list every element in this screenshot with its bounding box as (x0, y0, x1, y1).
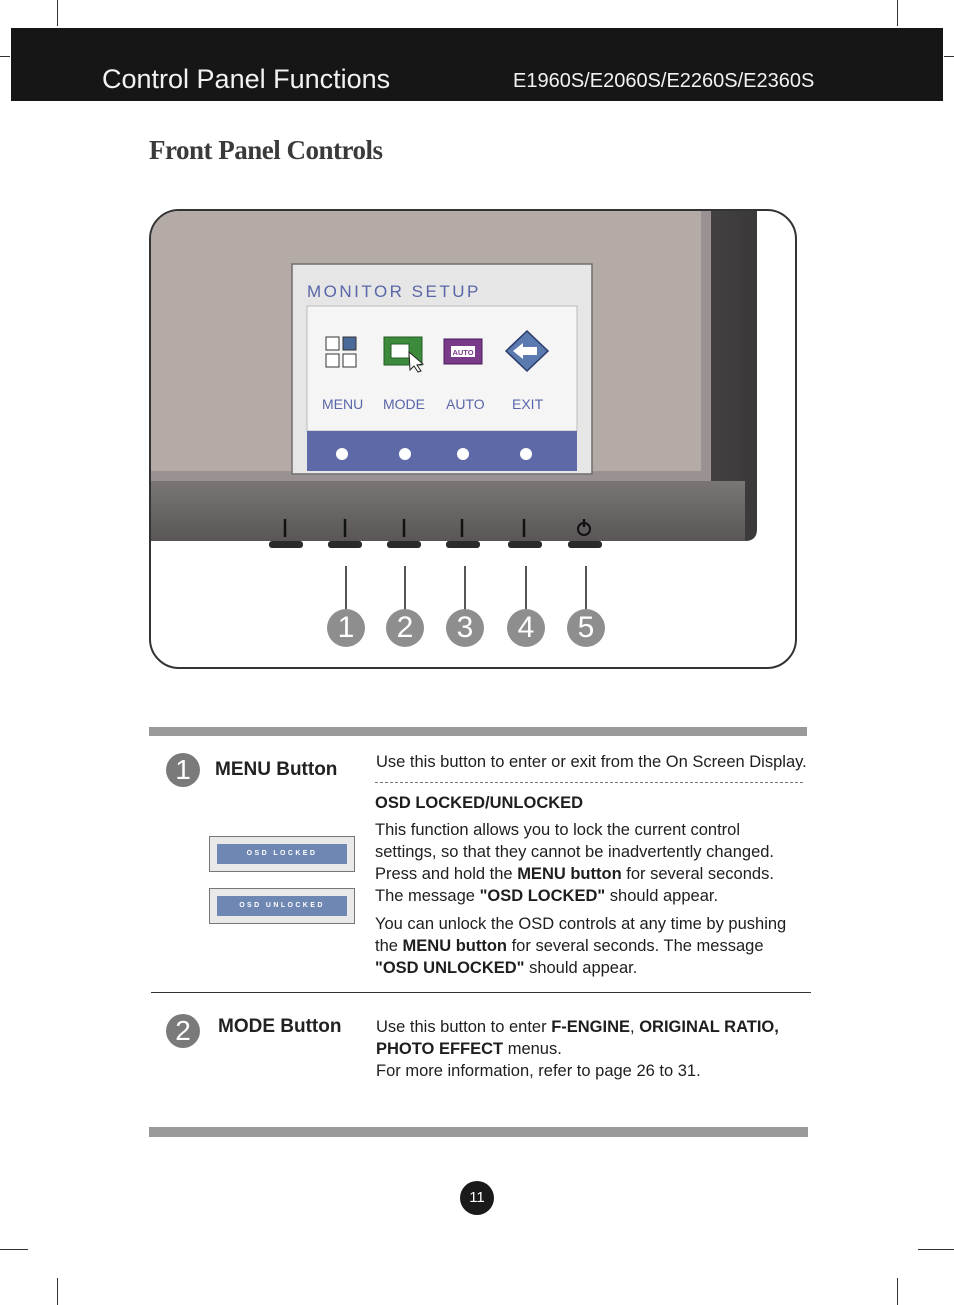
header-bar: Control Panel Functions E1960S/E2060S/E2… (11, 28, 943, 101)
dashed-divider (375, 782, 803, 783)
crop-mark (918, 1249, 954, 1250)
crop-mark (57, 0, 58, 26)
auto-icon: AUTO (443, 338, 483, 365)
callout-3: 3 (446, 609, 484, 647)
header-models: E1960S/E2060S/E2260S/E2360S (513, 70, 815, 92)
menu-grid-icon (325, 336, 357, 368)
mode-button-name: MODE Button (218, 1016, 342, 1037)
mode-button-description: Use this button to enter F-ENGINE, ORIGI… (376, 1016, 806, 1082)
osd-label-auto: AUTO (446, 396, 485, 412)
osd-label-exit: EXIT (512, 396, 544, 412)
osd-unlock-paragraph: You can unlock the OSD controls at any t… (375, 913, 790, 979)
callout-1: 1 (327, 609, 365, 647)
p2-c: for several seconds. The message (507, 937, 764, 955)
menu-button-name: MENU Button (215, 759, 338, 780)
callout-4: 4 (507, 609, 545, 647)
crop-mark (0, 56, 10, 57)
callout-line (345, 566, 347, 610)
p2-d: "OSD UNLOCKED" (375, 959, 525, 977)
p1-c: for several seconds. The message (375, 865, 774, 905)
exit-arrow-icon (504, 329, 550, 373)
callout-line (464, 566, 466, 610)
crop-mark (897, 1278, 898, 1305)
p1-e: should appear. (605, 887, 719, 905)
mode-d-b: F-ENGINE (551, 1018, 631, 1036)
crop-mark (897, 0, 898, 26)
crop-mark (944, 56, 954, 57)
monitor-diagram: AUTO MONITOR SETUP MENU MODE AUTO EXIT (149, 209, 797, 669)
table-bottom-bar (149, 1127, 808, 1137)
p1-a: This function allows you to lock the cur… (375, 821, 775, 883)
callout-2: 2 (386, 609, 424, 647)
osd-title: MONITOR SETUP (307, 282, 481, 301)
osd-lock-paragraph: This function allows you to lock the cur… (375, 819, 790, 907)
osd-label-mode: MODE (383, 396, 425, 412)
crop-mark (0, 1249, 28, 1250)
menu-number-badge: 1 (166, 753, 200, 787)
p1-d: "OSD LOCKED" (479, 887, 606, 905)
osd-locked-image: OSD LOCKED (209, 836, 355, 872)
mode-number-badge: 2 (166, 1014, 200, 1048)
osd-label-menu: MENU (322, 396, 364, 412)
osd-unlocked-image: OSD UNLOCKED (209, 888, 355, 924)
p2-b: MENU button (402, 937, 508, 955)
mode-d-f: For more information, refer to page 26 t… (376, 1062, 701, 1080)
callout-line (585, 566, 587, 610)
svg-text:AUTO: AUTO (452, 348, 473, 357)
page-number: 11 (460, 1181, 494, 1215)
front-buttons (269, 519, 602, 548)
callout-5: 5 (567, 609, 605, 647)
callout-line (525, 566, 527, 610)
mode-d-e: menus. (503, 1040, 562, 1058)
section-title: Front Panel Controls (149, 135, 383, 165)
osd-lock-heading: OSD LOCKED/UNLOCKED (375, 794, 584, 812)
mode-d-d: ORIGINAL RATIO, PHOTO EFFECT (376, 1018, 779, 1058)
p2-a: You can unlock the OSD controls at any t… (375, 915, 787, 955)
callout-line (404, 566, 406, 610)
table-top-bar (149, 727, 807, 736)
monitor-bezel-illustration: AUTO MONITOR SETUP (151, 211, 757, 548)
osd-locked-label: OSD LOCKED (217, 844, 347, 864)
p1-b: MENU button (517, 865, 622, 883)
mode-icon (383, 336, 425, 373)
p2-e: should appear. (524, 959, 638, 977)
osd-unlocked-label: OSD UNLOCKED (217, 896, 347, 916)
menu-button-description: Use this button to enter or exit from th… (376, 753, 807, 771)
row-divider (151, 992, 811, 993)
mode-d-a: Use this button to enter (376, 1018, 552, 1036)
mode-d-c: , (630, 1018, 640, 1036)
header-title: Control Panel Functions (102, 64, 391, 94)
crop-mark (57, 1278, 58, 1305)
